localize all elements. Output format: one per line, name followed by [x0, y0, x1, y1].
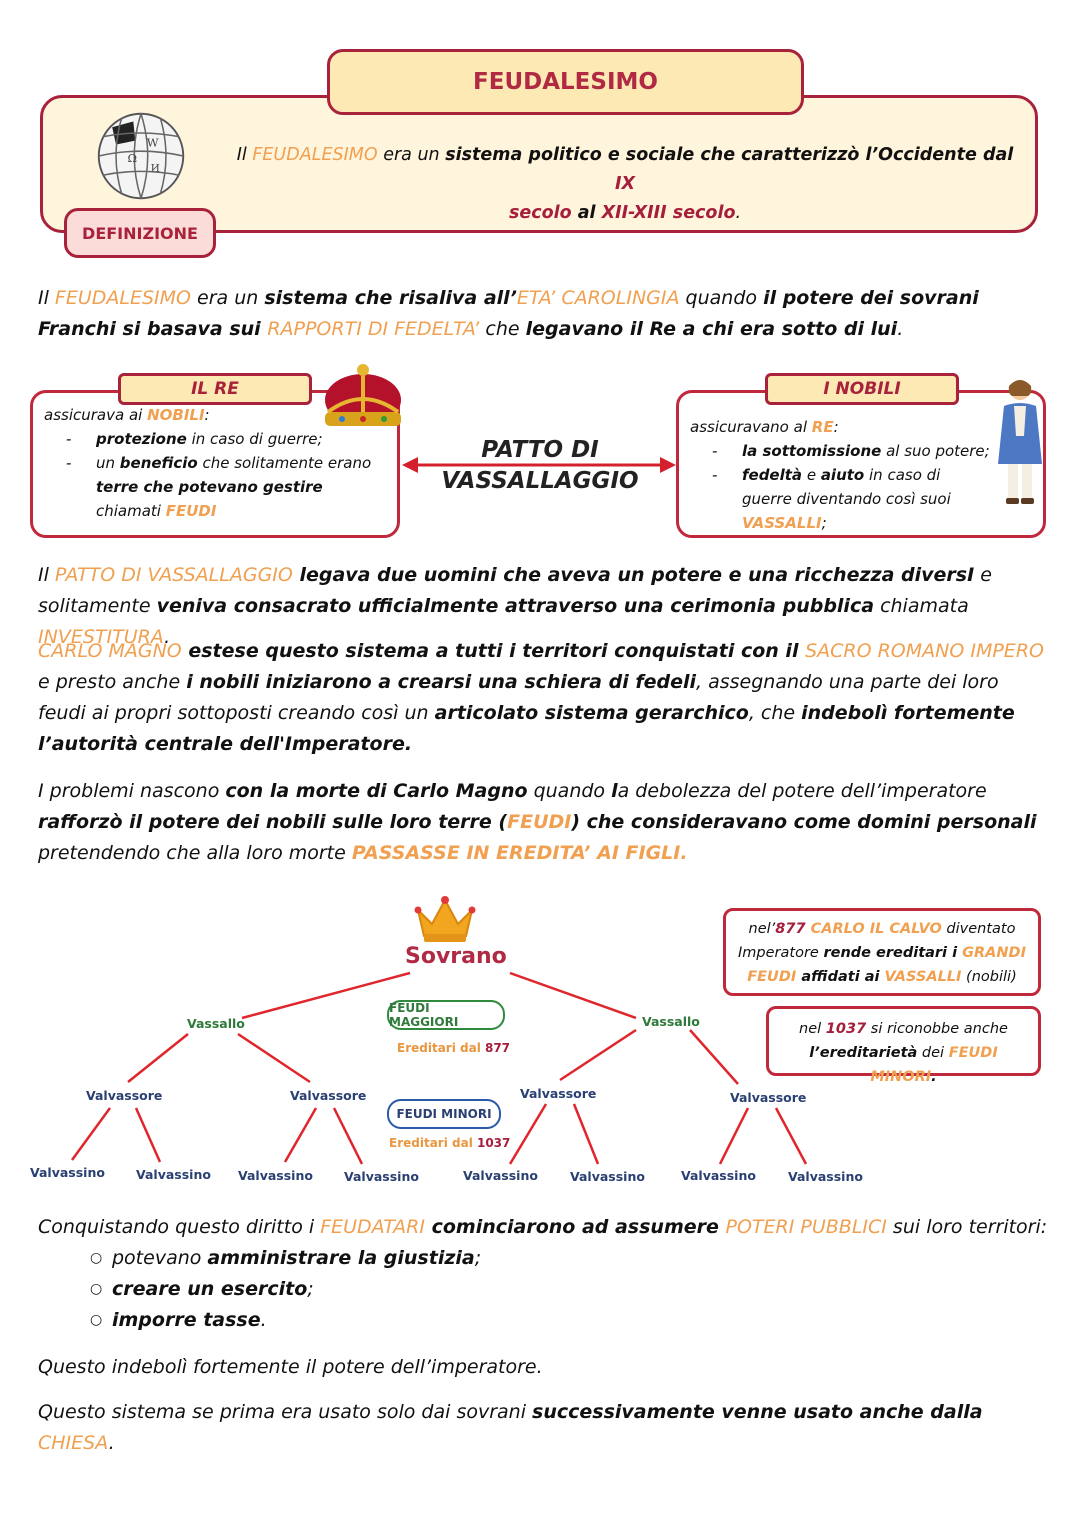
svg-text:Ω: Ω: [128, 151, 138, 165]
note-877: nel’877 CARLO IL CALVO diventato Imperat…: [723, 908, 1041, 996]
conquista-paragraph: Conquistando questo diritto i FEUDATARI …: [38, 1216, 1048, 1238]
tree-vassallo-right: Vassallo: [642, 1014, 700, 1029]
tree-valvassino-8: Valvassino: [788, 1169, 863, 1184]
noble-figure-icon: [998, 380, 1042, 504]
patto-paragraph: Il PATTO DI VASSALLAGGIO legava due uomi…: [38, 564, 992, 648]
gold-crown-icon: [414, 896, 476, 942]
list-item: creare un esercito;: [90, 1274, 481, 1305]
tree-valvassino-5: Valvassino: [463, 1168, 538, 1183]
nobili-text: assicuravano al RE: la sottomissione al …: [690, 415, 990, 535]
intro-paragraph: Il FEUDALESIMO era un sistema che risali…: [38, 287, 979, 340]
powers-list: potevano amministrare la giustizia; crea…: [88, 1243, 481, 1336]
feudi-maggiori-badge: FEUDI MAGGIORI: [387, 1000, 505, 1030]
svg-text:И: И: [151, 162, 160, 174]
closing-paragraph-1: Questo indebolì fortemente il potere del…: [38, 1356, 543, 1378]
tree-valvassore-1: Valvassore: [86, 1088, 163, 1103]
definition-tag: DEFINIZIONE: [64, 208, 216, 258]
tree-valvassore-2: Valvassore: [290, 1088, 367, 1103]
page-title: FEUDALESIMO: [327, 49, 804, 115]
re-text: assicurava ai NOBILI: protezione in caso…: [44, 403, 384, 523]
problemi-paragraph: I problemi nascono con la morte di Carlo…: [38, 780, 1037, 864]
tree-root-sovrano: Sovrano: [405, 944, 507, 969]
tree-valvassino-6: Valvassino: [570, 1169, 645, 1184]
list-item: potevano amministrare la giustizia;: [90, 1243, 481, 1274]
tree-valvassore-4: Valvassore: [730, 1090, 807, 1105]
note-1037: nel 1037 si riconobbe anche l’ereditarie…: [766, 1006, 1041, 1085]
carlo-paragraph: CARLO MAGNO estese questo sistema a tutt…: [38, 640, 1044, 755]
minori-hereditary: Ereditari dal 1037: [389, 1136, 511, 1150]
list-item: imporre tasse.: [90, 1305, 481, 1336]
tree-valvassino-7: Valvassino: [681, 1168, 756, 1183]
feudi-minori-badge: FEUDI MINORI: [387, 1099, 501, 1129]
re-title: IL RE: [118, 373, 312, 405]
royal-crown-icon: [325, 364, 401, 426]
tree-valvassino-4: Valvassino: [344, 1169, 419, 1184]
maggiori-hereditary: Ereditari dal 877: [397, 1041, 511, 1055]
closing-paragraph-2: Questo sistema se prima era usato solo d…: [38, 1401, 983, 1454]
svg-text:W: W: [147, 135, 159, 149]
nobili-title: I NOBILI: [765, 373, 959, 405]
double-arrow-icon: [402, 457, 676, 473]
tree-valvassore-3: Valvassore: [520, 1086, 597, 1101]
definition-text: Il FEUDALESIMO era un sistema politico e…: [236, 145, 1014, 223]
tree-valvassino-2: Valvassino: [136, 1167, 211, 1182]
wikipedia-globe-icon: Ω W И: [97, 112, 185, 200]
tree-valvassino-3: Valvassino: [238, 1168, 313, 1183]
tree-vassallo-left: Vassallo: [187, 1016, 245, 1031]
tree-valvassino-1: Valvassino: [30, 1165, 105, 1180]
